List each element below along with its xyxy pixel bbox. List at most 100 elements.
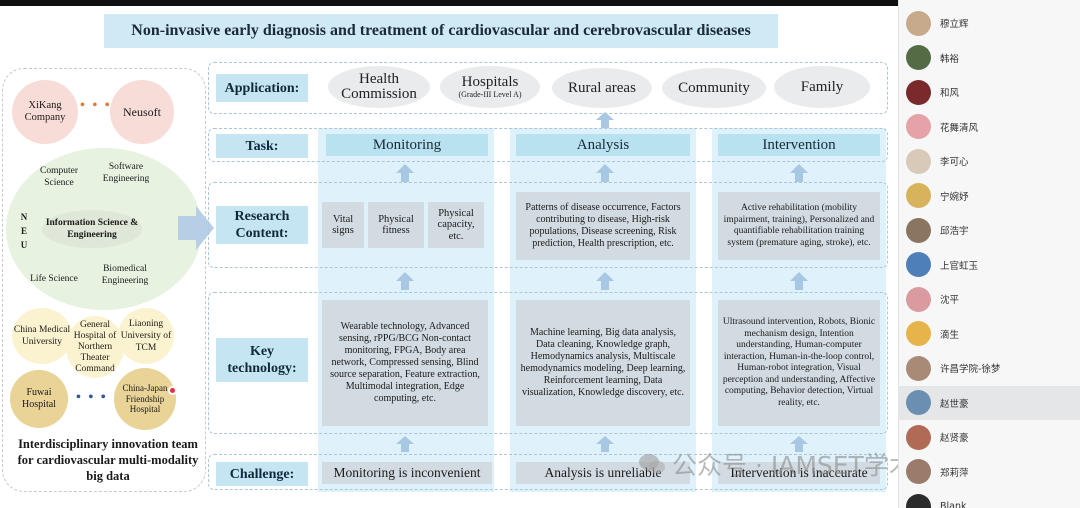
research-vital-signs: Vital signs bbox=[322, 202, 364, 248]
up-arrow-icon bbox=[596, 272, 614, 290]
app-family: Family bbox=[774, 66, 870, 108]
participant-row[interactable]: 宁婉妤 bbox=[898, 179, 1080, 213]
key-tech-monitoring: Wearable technology, Advanced sensing, r… bbox=[322, 300, 488, 426]
participant-row[interactable]: Blank bbox=[898, 489, 1080, 508]
ellipsis-dots: • • • bbox=[80, 98, 112, 113]
participant-name: 韩裕 bbox=[940, 53, 960, 65]
china-medical-university: China Medical University bbox=[12, 308, 72, 364]
up-arrow-icon bbox=[790, 272, 808, 290]
participant-row[interactable]: 穆立辉 bbox=[898, 6, 1080, 40]
participant-row[interactable]: 上官虹玉 bbox=[898, 248, 1080, 282]
neu-letter-n: N bbox=[20, 212, 28, 222]
up-arrow-icon bbox=[790, 164, 808, 182]
research-physical-fitness: Physical fitness bbox=[368, 202, 424, 248]
avatar bbox=[906, 390, 931, 415]
field-software-engineering: Software Engineering bbox=[102, 162, 150, 184]
app-hospitals-label: Hospitals bbox=[461, 74, 519, 90]
field-biomedical-engineering: Biomedical Engineering bbox=[101, 264, 149, 286]
participant-row[interactable]: 和风 bbox=[898, 75, 1080, 109]
avatar bbox=[906, 79, 931, 105]
participant-name: 宁婉妤 bbox=[940, 191, 969, 203]
up-arrow-icon bbox=[396, 436, 414, 452]
app-health-commission: Health Commission bbox=[328, 66, 430, 108]
wechat-icon bbox=[639, 454, 665, 474]
participant-name: 沈平 bbox=[940, 295, 960, 306]
row-task bbox=[208, 128, 888, 162]
app-rural-areas: Rural areas bbox=[552, 68, 652, 108]
app-community: Community bbox=[662, 68, 766, 108]
neu-center-information-science: Information Science & Engineering bbox=[42, 210, 142, 248]
challenge-intervention: Intervention is inaccurate bbox=[718, 462, 880, 484]
liaoning-university-tcm: Liaoning University of TCM bbox=[118, 308, 174, 364]
row-research bbox=[208, 182, 888, 268]
company-xikang: XiKang Company bbox=[12, 80, 78, 144]
general-hospital-northern-theater: General Hospital of Northern Theater Com… bbox=[66, 316, 124, 378]
team-caption: Interdisciplinary innovation team for ca… bbox=[17, 437, 199, 483]
app-family-label: Family bbox=[800, 78, 844, 95]
avatar bbox=[906, 286, 931, 312]
research-physical-capacity: Physical capacity, etc. bbox=[428, 202, 484, 248]
app-community-label: Community bbox=[678, 79, 750, 96]
row-key-technology bbox=[208, 292, 888, 434]
participant-name: 赵世豪 bbox=[940, 398, 969, 410]
field-computer-science: Computer Science bbox=[40, 166, 78, 188]
avatar bbox=[906, 321, 931, 346]
avatar bbox=[906, 459, 931, 484]
participant-row[interactable]: 花舞清风 bbox=[898, 110, 1080, 144]
participant-name: 郑莉萍 bbox=[940, 467, 969, 479]
app-hospitals: Hospitals(Grade-III Level A) bbox=[440, 66, 540, 108]
app-hospitals-sub: (Grade-III Level A) bbox=[458, 90, 522, 99]
top-bar bbox=[0, 0, 900, 6]
research-intervention: Active rehabilitation (mobility impairme… bbox=[718, 192, 880, 260]
participant-name: 穆立辉 bbox=[940, 19, 969, 30]
participant-row[interactable]: 沈平 bbox=[898, 282, 1080, 316]
participant-row[interactable]: 韩裕 bbox=[898, 41, 1080, 75]
app-rural-areas-label: Rural areas bbox=[568, 79, 636, 96]
participant-row[interactable]: 赵世豪 bbox=[898, 385, 1080, 420]
avatar bbox=[906, 355, 931, 381]
participant-name: 邱浩宇 bbox=[940, 226, 969, 237]
avatar bbox=[906, 148, 931, 174]
row-challenge bbox=[208, 454, 888, 490]
participant-name: 和风 bbox=[940, 88, 960, 99]
participant-row[interactable]: 郑莉萍 bbox=[898, 455, 1080, 489]
participant-row[interactable]: 滴生 bbox=[898, 317, 1080, 351]
avatar bbox=[906, 217, 931, 243]
label-key-technology: Key technology: bbox=[216, 338, 308, 382]
ellipsis-dots-blue: • • • bbox=[76, 390, 108, 405]
participant-row[interactable]: 邱浩宇 bbox=[898, 213, 1080, 247]
key-tech-analysis: Machine learning, Big data analysis, Dat… bbox=[516, 300, 690, 426]
participant-name: 李可心 bbox=[940, 157, 969, 168]
label-application: Application: bbox=[216, 74, 308, 102]
neu-letter-u: U bbox=[20, 240, 28, 250]
china-japan-friendship-hospital: China-Japan Friendship Hospital bbox=[114, 368, 176, 430]
slide-title: Non-invasive early diagnosis and treatme… bbox=[104, 14, 778, 48]
task-analysis: Analysis bbox=[516, 134, 690, 156]
avatar bbox=[906, 252, 931, 277]
avatar bbox=[906, 183, 931, 208]
participant-row[interactable]: 李可心 bbox=[898, 144, 1080, 178]
company-neusoft: Neusoft bbox=[110, 80, 174, 144]
avatar bbox=[906, 10, 931, 36]
up-arrow-icon bbox=[396, 272, 414, 290]
participant-name: 许昌学院-徐梦 bbox=[940, 364, 1001, 375]
avatar bbox=[906, 493, 931, 508]
participant-row[interactable]: 赵贤豪 bbox=[898, 420, 1080, 454]
label-task: Task: bbox=[216, 134, 308, 158]
participant-name: 滴生 bbox=[940, 329, 960, 341]
up-arrow-icon bbox=[790, 436, 808, 452]
task-monitoring: Monitoring bbox=[326, 134, 488, 156]
laser-pointer-dot bbox=[168, 386, 177, 395]
avatar bbox=[906, 114, 931, 139]
challenge-monitoring: Monitoring is inconvenient bbox=[322, 462, 492, 484]
right-arrow-icon bbox=[178, 206, 214, 250]
field-life-science: Life Science bbox=[30, 274, 78, 284]
participant-name: 花舞清风 bbox=[940, 122, 979, 134]
fuwai-hospital: Fuwai Hospital bbox=[10, 370, 68, 428]
participant-row[interactable]: 许昌学院-徐梦 bbox=[898, 351, 1080, 385]
up-arrow-icon bbox=[396, 164, 414, 182]
participant-name: 赵贤豪 bbox=[940, 433, 969, 444]
label-challenge: Challenge: bbox=[216, 462, 308, 486]
avatar bbox=[906, 424, 931, 450]
task-intervention: Intervention bbox=[718, 134, 880, 156]
